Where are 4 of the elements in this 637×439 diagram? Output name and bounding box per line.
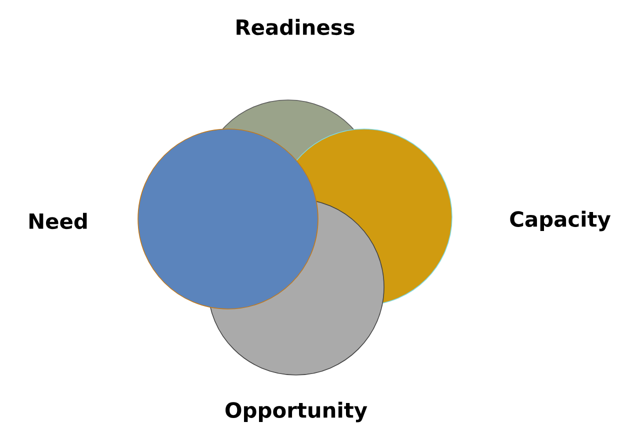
circle-label: Need bbox=[30, 212, 87, 230]
circle-label: Readiness bbox=[236, 18, 354, 36]
circle-label: Opportunity bbox=[226, 402, 368, 422]
circle-label: Capacity bbox=[510, 210, 611, 232]
